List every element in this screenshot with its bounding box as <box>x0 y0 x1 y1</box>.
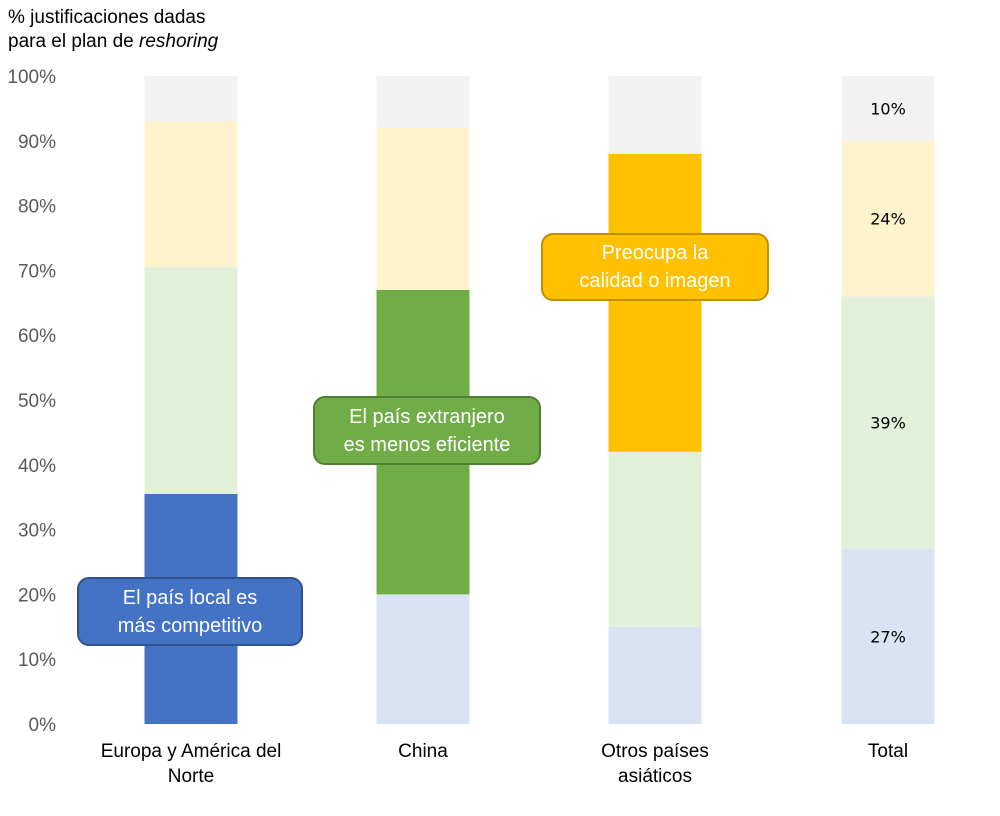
bar-segment <box>608 451 702 627</box>
y-tick-label: 100% <box>7 67 56 88</box>
bar-segment <box>144 267 238 494</box>
x-category-label: Total <box>868 741 908 762</box>
bar-segment <box>841 76 935 141</box>
y-axis-label: % justificaciones dadas para el plan de … <box>8 6 218 54</box>
x-category-label: Norte <box>168 766 214 787</box>
x-category-label: China <box>398 741 448 762</box>
y-tick-label: 60% <box>18 326 56 347</box>
y-tick-label: 80% <box>18 197 56 218</box>
y-axis-label-line-1: % justificaciones dadas <box>8 7 206 28</box>
callout-quality-image: Preocupa la calidad o imagen <box>541 233 769 301</box>
y-tick-label: 40% <box>18 456 56 477</box>
callout-foreign-inefficient: El país extranjero es menos eficiente <box>313 396 541 465</box>
bar-segment <box>608 76 702 154</box>
y-tick-label: 20% <box>18 585 56 606</box>
data-label: 10% <box>870 99 906 118</box>
bar-segment <box>608 626 702 724</box>
bar-segment <box>841 140 935 297</box>
bar-segment <box>841 296 935 550</box>
bar-segment <box>608 153 702 452</box>
bar-segment <box>376 594 470 724</box>
x-category-label: asiáticos <box>618 766 692 787</box>
x-category-label: Europa y América del <box>101 741 282 762</box>
y-axis-label-italic: reshoring <box>139 31 219 52</box>
bar-segment <box>376 76 470 128</box>
x-category-label: Otros países <box>601 741 709 762</box>
y-tick-label: 10% <box>18 650 56 671</box>
y-tick-label: 90% <box>18 132 56 153</box>
callout-local-competitive: El país local es más competitivo <box>77 577 303 646</box>
y-tick-label: 50% <box>18 391 56 412</box>
bar-segment <box>144 121 238 268</box>
y-tick-label: 70% <box>18 261 56 282</box>
bar-segment <box>841 549 935 724</box>
y-axis-label-line-2: para el plan de reshoring <box>8 31 219 52</box>
y-tick-label: 30% <box>18 521 56 542</box>
data-label: 27% <box>870 628 906 647</box>
data-label: 39% <box>870 414 906 433</box>
y-tick-label: 0% <box>29 715 57 736</box>
bar-segment <box>144 76 238 122</box>
bar-segment <box>376 127 470 290</box>
data-label: 24% <box>870 210 906 229</box>
